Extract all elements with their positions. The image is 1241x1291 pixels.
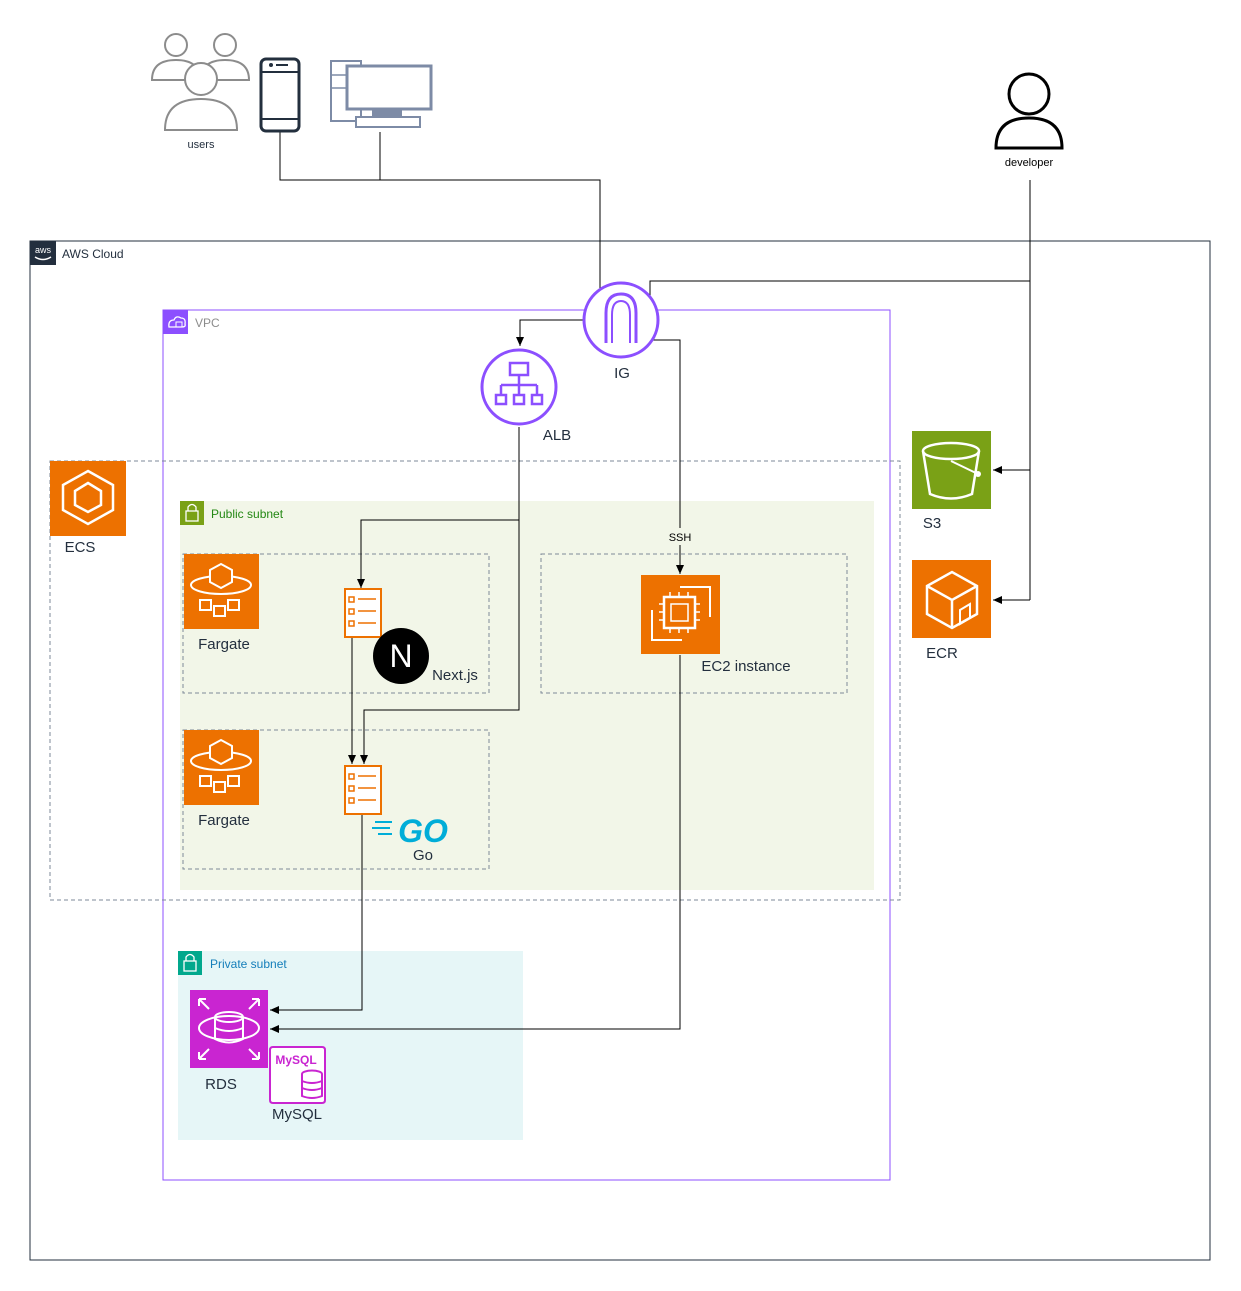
developer-label: developer [1005, 157, 1054, 169]
public-subnet-label: Public subnet [211, 507, 284, 521]
private-subnet-label: Private subnet [210, 957, 287, 971]
ecr-label: ECR [926, 645, 958, 662]
svg-text:GO: GO [398, 813, 448, 849]
users-icon [150, 33, 251, 131]
vpc-label: VPC [195, 316, 220, 330]
aws-cloud-label: AWS Cloud [62, 247, 124, 261]
public-subnet-group: Public subnet [180, 501, 874, 890]
s3-bucket-icon [912, 431, 991, 509]
aws-cloud-group: aws AWS Cloud [29, 240, 1211, 1261]
mysql-database-icon: MySQL [269, 1046, 326, 1104]
nextjs-label: Next.js [432, 667, 478, 684]
rds-icon [190, 990, 268, 1068]
svg-text:N: N [389, 638, 412, 674]
alb-to-nextjs-arrow [357, 427, 520, 588]
ssh-label: SSH [669, 532, 692, 544]
mysql-label: MySQL [272, 1106, 322, 1123]
vpc-cloud-icon [163, 310, 188, 334]
ec2-box [540, 553, 848, 694]
nextjs-service-box [182, 553, 490, 694]
desktop-computer-icon [330, 60, 433, 128]
ec2-instance-icon [641, 575, 720, 654]
go-task-icon [344, 765, 382, 815]
svg-text:aws: aws [35, 245, 52, 255]
ec2-to-rds-arrow [270, 655, 681, 1033]
alb-label: ALB [543, 427, 571, 444]
fargate-icon [184, 730, 259, 805]
public-subnet-lock-icon [180, 501, 204, 525]
ig-label: IG [614, 365, 630, 382]
private-subnet-lock-icon [178, 951, 202, 975]
developer-to-ig-line [649, 280, 1030, 320]
svg-text:MySQL: MySQL [275, 1053, 316, 1067]
ig-to-alb-arrow [516, 319, 600, 346]
internet-gateway-icon [582, 281, 660, 359]
rds-label: RDS [205, 1076, 237, 1093]
aws-logo-icon: aws [30, 241, 56, 265]
vpc-group: VPC [162, 309, 891, 1181]
ecs-icon [50, 461, 126, 536]
fargate-2-label: Fargate [198, 812, 250, 829]
go-service-box [182, 729, 490, 870]
alb-icon [480, 348, 558, 426]
developer-icon [994, 72, 1064, 150]
nextjs-task-icon [344, 588, 382, 638]
ig-to-ec2-arrow [650, 339, 681, 528]
go-logo-icon: GO [372, 813, 448, 849]
s3-label: S3 [923, 515, 941, 532]
alb-to-go-arrow [360, 520, 520, 764]
mobile-phone-icon [259, 57, 301, 133]
nextjs-logo-icon: N [373, 628, 429, 684]
phone-to-ig-line [279, 132, 601, 320]
go-to-rds-arrow [270, 815, 363, 1014]
go-label: Go [413, 847, 433, 864]
ecs-label: ECS [65, 539, 96, 556]
users-label: users [188, 139, 215, 151]
ecr-icon [912, 560, 991, 638]
fargate-1-label: Fargate [198, 636, 250, 653]
ec2-label: EC2 instance [701, 658, 790, 675]
fargate-icon [184, 554, 259, 629]
